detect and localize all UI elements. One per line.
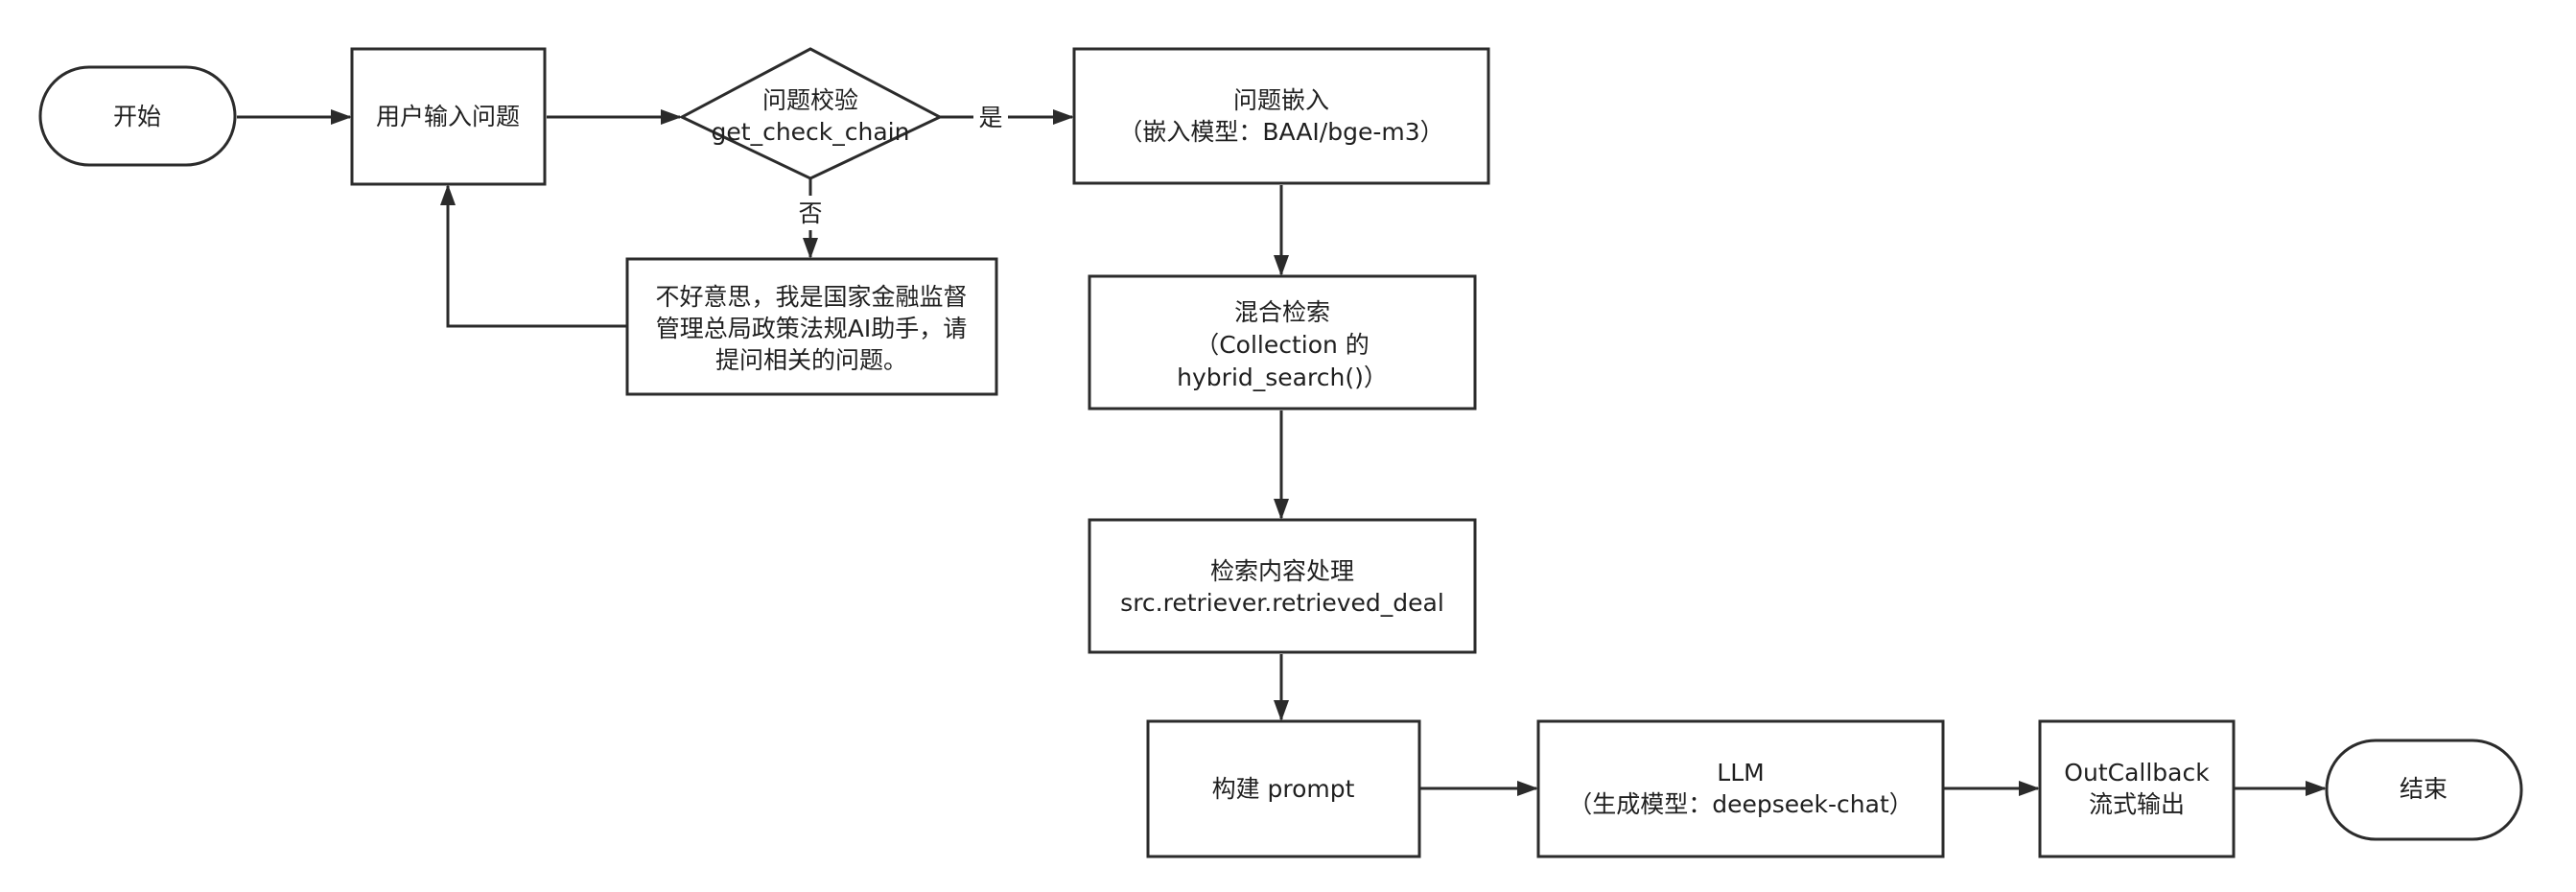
edge-label-no: 否 xyxy=(798,200,822,227)
node-embed: 问题嵌入 （嵌入模型：BAAI/bge-m3） xyxy=(1072,47,1490,185)
node-check-label-line-1: 问题校验 xyxy=(762,86,858,114)
node-reject-label-line-1: 不好意思，我是国家金融监督 xyxy=(655,283,967,311)
node-start-label: 开始 xyxy=(113,103,161,130)
node-callback-label-line-1: OutCallback xyxy=(2064,759,2210,786)
node-reject-shape xyxy=(625,257,998,396)
node-embed-shape xyxy=(1072,47,1490,185)
node-llm: LLM （生成模型：deepseek-chat） xyxy=(1536,719,1945,858)
node-embed-label-line-1: 问题嵌入 xyxy=(1233,86,1329,114)
node-reject-label-line-3: 提问相关的问题。 xyxy=(715,346,907,374)
node-retrieved-label-line-1: 检索内容处理 xyxy=(1210,557,1354,585)
edge-label-bg-no xyxy=(793,196,828,230)
node-hybrid-label-line-3: hybrid_search()） xyxy=(1177,364,1388,391)
node-hybrid: 混合检索 （Collection 的 hybrid_search()） xyxy=(1088,274,1477,411)
node-llm-shape xyxy=(1536,719,1945,858)
node-end-label: 结束 xyxy=(2400,775,2447,803)
node-start: 开始 xyxy=(38,65,237,167)
node-start-shape xyxy=(38,65,237,167)
node-check-label-line-2: get_check_chain xyxy=(712,118,910,146)
node-user-input-shape xyxy=(350,47,547,186)
node-check: 问题校验 get_check_chain xyxy=(678,47,944,180)
node-user-input: 用户输入问题 xyxy=(350,47,547,186)
node-llm-label-line-2: （生成模型：deepseek-chat） xyxy=(1568,790,1913,818)
node-retrieved-shape xyxy=(1088,518,1477,654)
edge-label-yes: 是 xyxy=(978,104,1002,131)
node-prompt: 构建 prompt xyxy=(1146,719,1421,858)
node-callback-shape xyxy=(2038,719,2236,858)
node-retrieved-label-line-2: src.retriever.retrieved_deal xyxy=(1120,589,1444,617)
node-user-input-label: 用户输入问题 xyxy=(376,103,520,130)
node-retrieved: 检索内容处理 src.retriever.retrieved_deal xyxy=(1088,518,1477,654)
node-hybrid-label-line-2: （Collection 的 xyxy=(1195,331,1370,359)
node-reject: 不好意思，我是国家金融监督 管理总局政策法规AI助手，请 提问相关的问题。 xyxy=(625,257,998,396)
edges-layer: 是 否 xyxy=(237,100,2327,796)
node-reject-label-line-2: 管理总局政策法规AI助手，请 xyxy=(656,315,967,342)
node-callback: OutCallback 流式输出 xyxy=(2038,719,2236,858)
node-hybrid-shape xyxy=(1088,274,1477,411)
edge-label-bg-yes xyxy=(973,100,1008,134)
edge-reject-to-user-input xyxy=(440,184,627,328)
node-prompt-label: 构建 prompt xyxy=(1212,775,1355,803)
node-check-shape xyxy=(678,47,944,180)
node-embed-label-line-2: （嵌入模型：BAAI/bge-m3） xyxy=(1118,118,1443,146)
nodes-layer: 开始 用户输入问题 问题校验 get_check_chain 不好意思，我是国家… xyxy=(38,47,2523,858)
node-llm-label-line-1: LLM xyxy=(1717,759,1764,786)
node-end: 结束 xyxy=(2325,739,2523,841)
node-prompt-shape xyxy=(1146,719,1421,858)
node-hybrid-label-line-1: 混合检索 xyxy=(1234,298,1330,326)
node-end-shape xyxy=(2325,739,2523,841)
node-callback-label-line-2: 流式输出 xyxy=(2089,790,2185,818)
